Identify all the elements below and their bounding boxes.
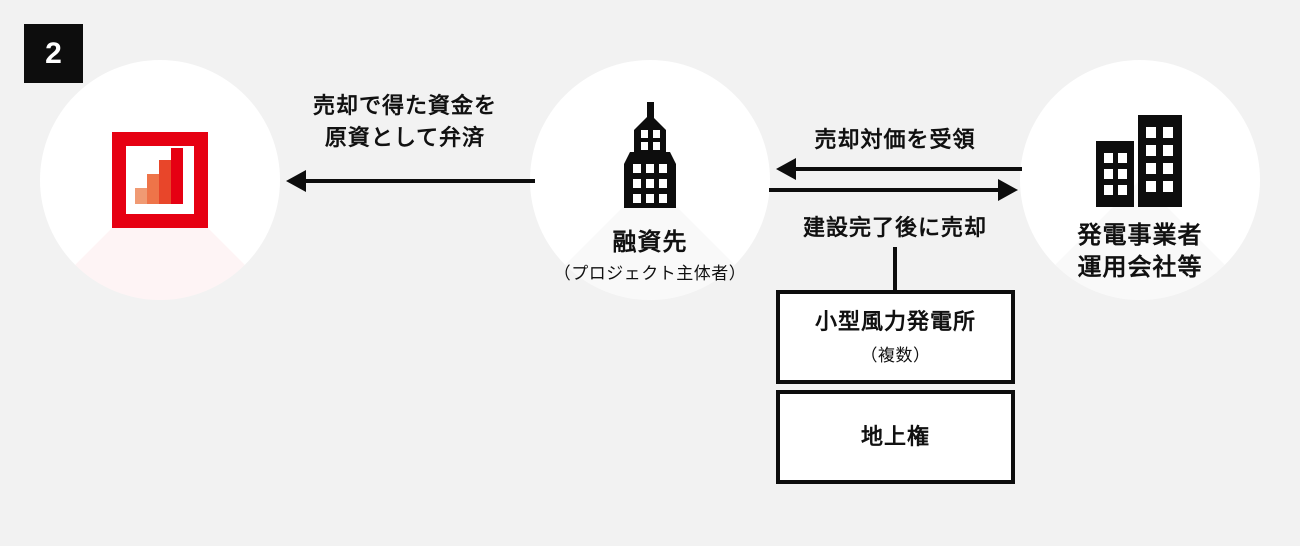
asset-box-wind-plant: 小型風力発電所 （複数） <box>776 290 1015 384</box>
chart-bar-3 <box>159 160 171 204</box>
chart-bar-1 <box>135 188 147 204</box>
node-operator: 発電事業者 運用会社等 <box>1020 60 1260 300</box>
arrow-label-receive-proceeds: 売却対価を受領 <box>814 127 976 152</box>
arrow-line-receive-proceeds <box>795 167 1022 171</box>
connector-line <box>893 247 897 292</box>
arrow-line-sell-after-construction <box>769 188 999 192</box>
arrow-head-left-repayment <box>286 170 306 192</box>
asset-box-surface-rights: 地上権 <box>776 390 1015 484</box>
arrow-label-repayment: 売却で得た資金を 原資として弁済 <box>312 93 497 150</box>
node-sublabel: （プロジェクト主体者） <box>553 263 747 283</box>
bar-chart-frame-icon <box>40 132 280 228</box>
node-label: 融資先 <box>612 229 688 256</box>
node-caption: 融資先 （プロジェクト主体者） <box>490 227 810 286</box>
arrow-head-right-sell-after-construction <box>998 179 1018 201</box>
node-label: 発電事業者 運用会社等 <box>1077 222 1203 281</box>
asset-box-title: 地上権 <box>860 423 930 449</box>
asset-box-title: 小型風力発電所 <box>814 309 976 335</box>
chart-bar-2 <box>147 174 159 204</box>
asset-box-note: （複数） <box>860 345 931 365</box>
two-buildings-icon <box>1020 115 1260 207</box>
step-number-label: 2 <box>45 36 62 70</box>
node-borrower-asset <box>40 60 280 300</box>
chart-bar-4 <box>171 148 183 204</box>
step-number-badge: 2 <box>24 24 83 83</box>
arrow-head-left-receive-proceeds <box>776 158 796 180</box>
node-lender: 融資先 （プロジェクト主体者） <box>530 60 770 300</box>
arrow-line-repayment <box>305 179 535 183</box>
arrow-label-sell-after-construction: 建設完了後に売却 <box>802 215 987 240</box>
office-tower-icon <box>530 102 770 208</box>
node-caption: 発電事業者 運用会社等 <box>980 220 1300 283</box>
